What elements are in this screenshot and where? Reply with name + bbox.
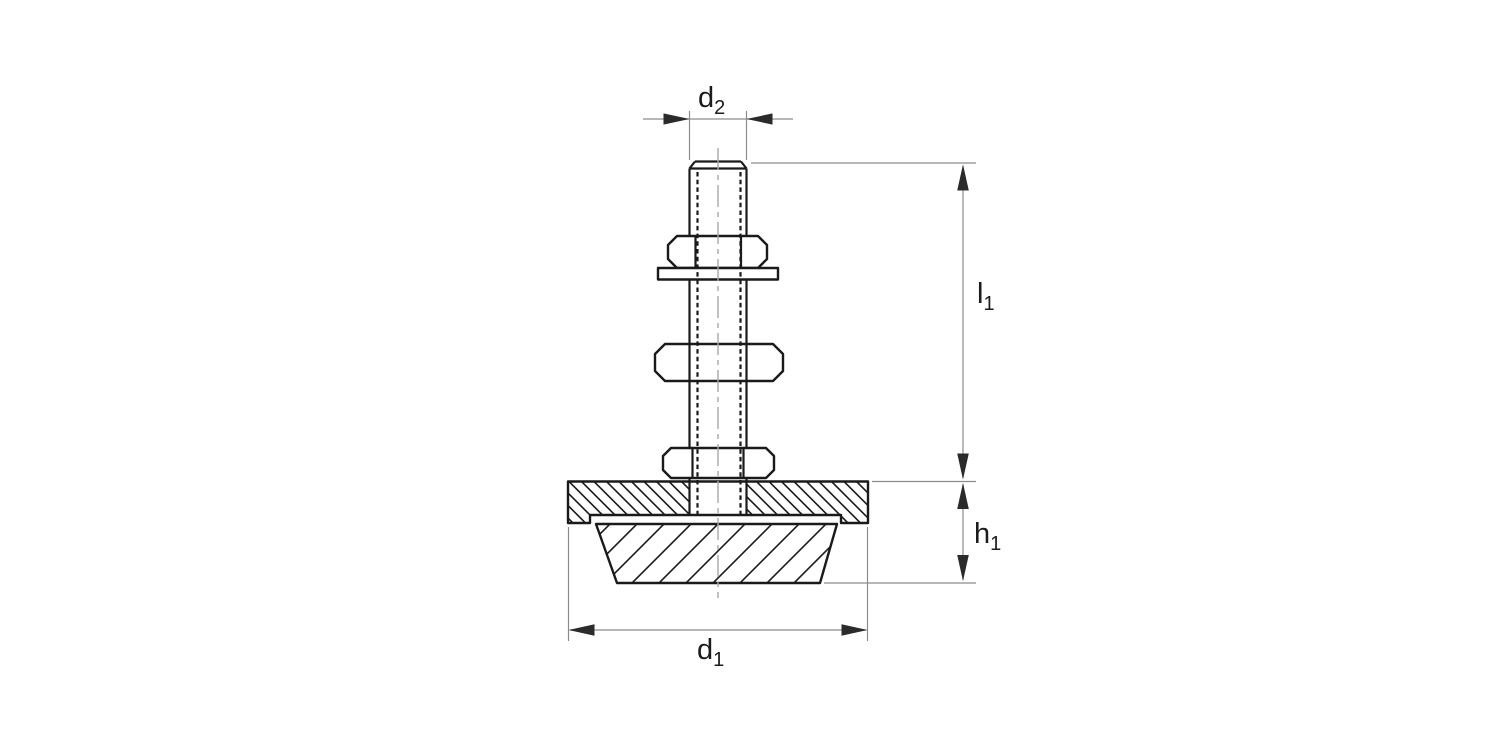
dimension-label-d2: d2 [698, 82, 725, 119]
d2-arrow-left [663, 113, 690, 125]
l1-arrow-down [957, 453, 969, 480]
base-plate-outline [566, 480, 870, 525]
d1-arrow-right [841, 624, 868, 636]
dimension-d1: d1 [567, 527, 869, 671]
h1-arrow-up [957, 483, 969, 509]
dimension-label-l1: l1 [977, 278, 995, 315]
rubber-pad [594, 522, 839, 585]
base-plate-hatch-right [747, 481, 868, 523]
dimension-l1: l1 [751, 162, 995, 483]
thread-hidden-lines [696, 172, 742, 515]
rubber-pad-outline [594, 522, 839, 585]
hex-nut-middle-outline [653, 342, 785, 383]
rubber-pad-hatch [596, 524, 837, 583]
base-plate-hatch-left [568, 481, 689, 523]
dimension-label-h1: h1 [974, 518, 1001, 555]
dimension-label-d1: d1 [697, 634, 724, 671]
hex-nut-middle [653, 342, 785, 383]
base-plate [566, 480, 870, 525]
dimension-d2: d2 [643, 82, 793, 160]
dimension-h1: h1 [824, 483, 1001, 584]
d1-arrow-left [568, 624, 595, 636]
d2-arrow-right [746, 113, 773, 125]
l1-arrow-up [957, 164, 969, 191]
h1-arrow-down [957, 555, 969, 581]
